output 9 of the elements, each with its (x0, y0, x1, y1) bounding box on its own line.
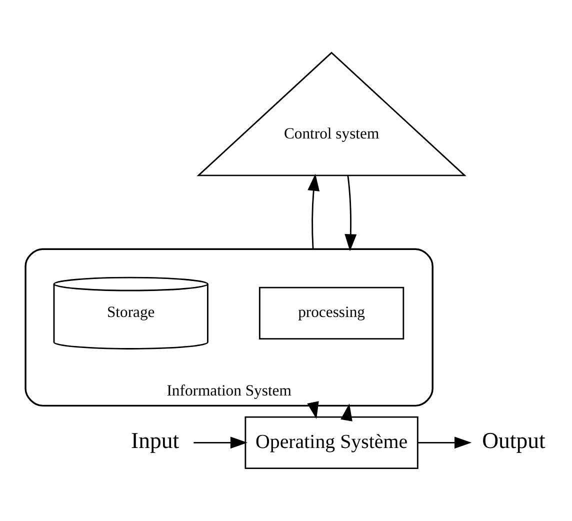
arrow (307, 401, 319, 420)
node-text: Output (482, 428, 546, 454)
node-box: processing (258, 286, 404, 340)
node-text: Input (131, 428, 180, 454)
arrow (344, 176, 357, 252)
arrow (308, 174, 320, 250)
arrow (418, 436, 472, 449)
arrow (194, 436, 248, 449)
arrow (340, 404, 352, 422)
